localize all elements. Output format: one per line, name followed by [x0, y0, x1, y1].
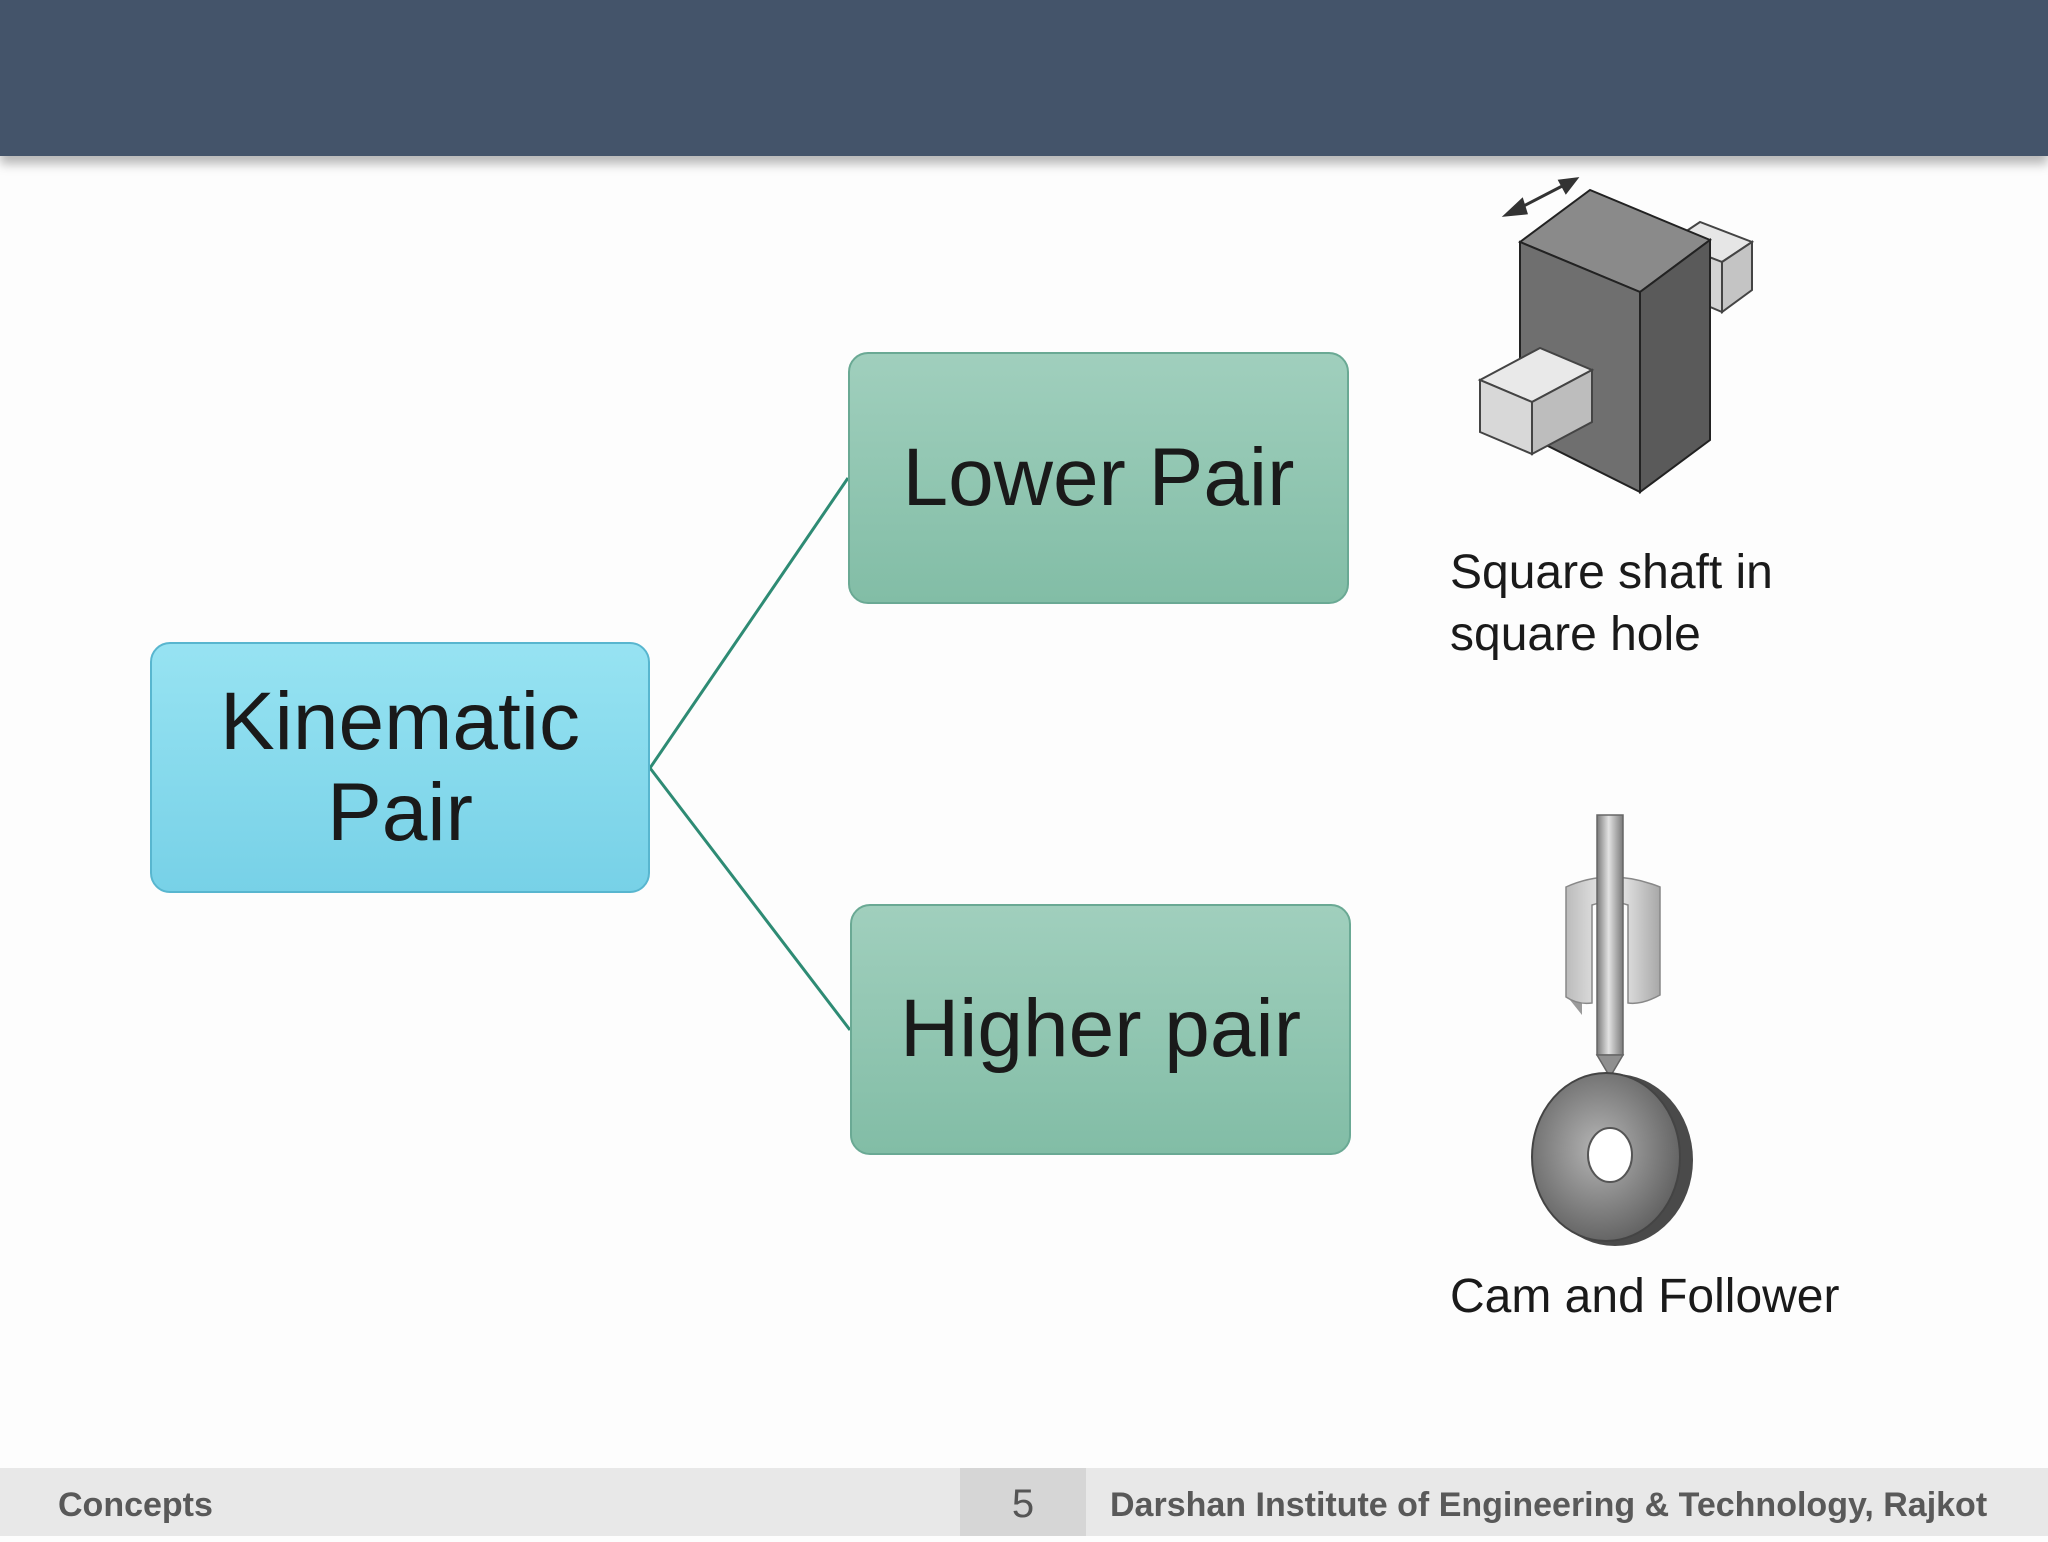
- node-higher-pair: Higher pair: [850, 904, 1351, 1155]
- connector-lower: [648, 477, 850, 769]
- footer-institute-name: Darshan Institute of Engineering & Techn…: [1110, 1486, 1988, 1524]
- footer-section-title: Concepts: [58, 1486, 213, 1524]
- node-lower-pair-label: Lower Pair: [902, 431, 1295, 523]
- footer-page-number: 5: [960, 1468, 1086, 1536]
- node-lower-pair: Lower Pair: [848, 352, 1349, 604]
- double-arrow-icon: [1501, 177, 1580, 217]
- connector-higher: [648, 767, 852, 1031]
- caption-square-shaft: Square shaft in square hole: [1450, 546, 1773, 661]
- header-bar: [0, 0, 2048, 156]
- node-kinematic-pair: Kinematic Pair: [150, 642, 650, 893]
- caption-cam-follower: Cam and Follower: [1450, 1270, 1840, 1323]
- cam-follower-illustration: [1531, 814, 1693, 1246]
- square-shaft-illustration: [1477, 177, 1755, 494]
- node-higher-pair-label: Higher pair: [899, 983, 1302, 1075]
- footer: Concepts 5 Darshan Institute of Engineer…: [0, 1468, 2048, 1536]
- node-kinematic-pair-label: Kinematic Pair: [219, 676, 581, 858]
